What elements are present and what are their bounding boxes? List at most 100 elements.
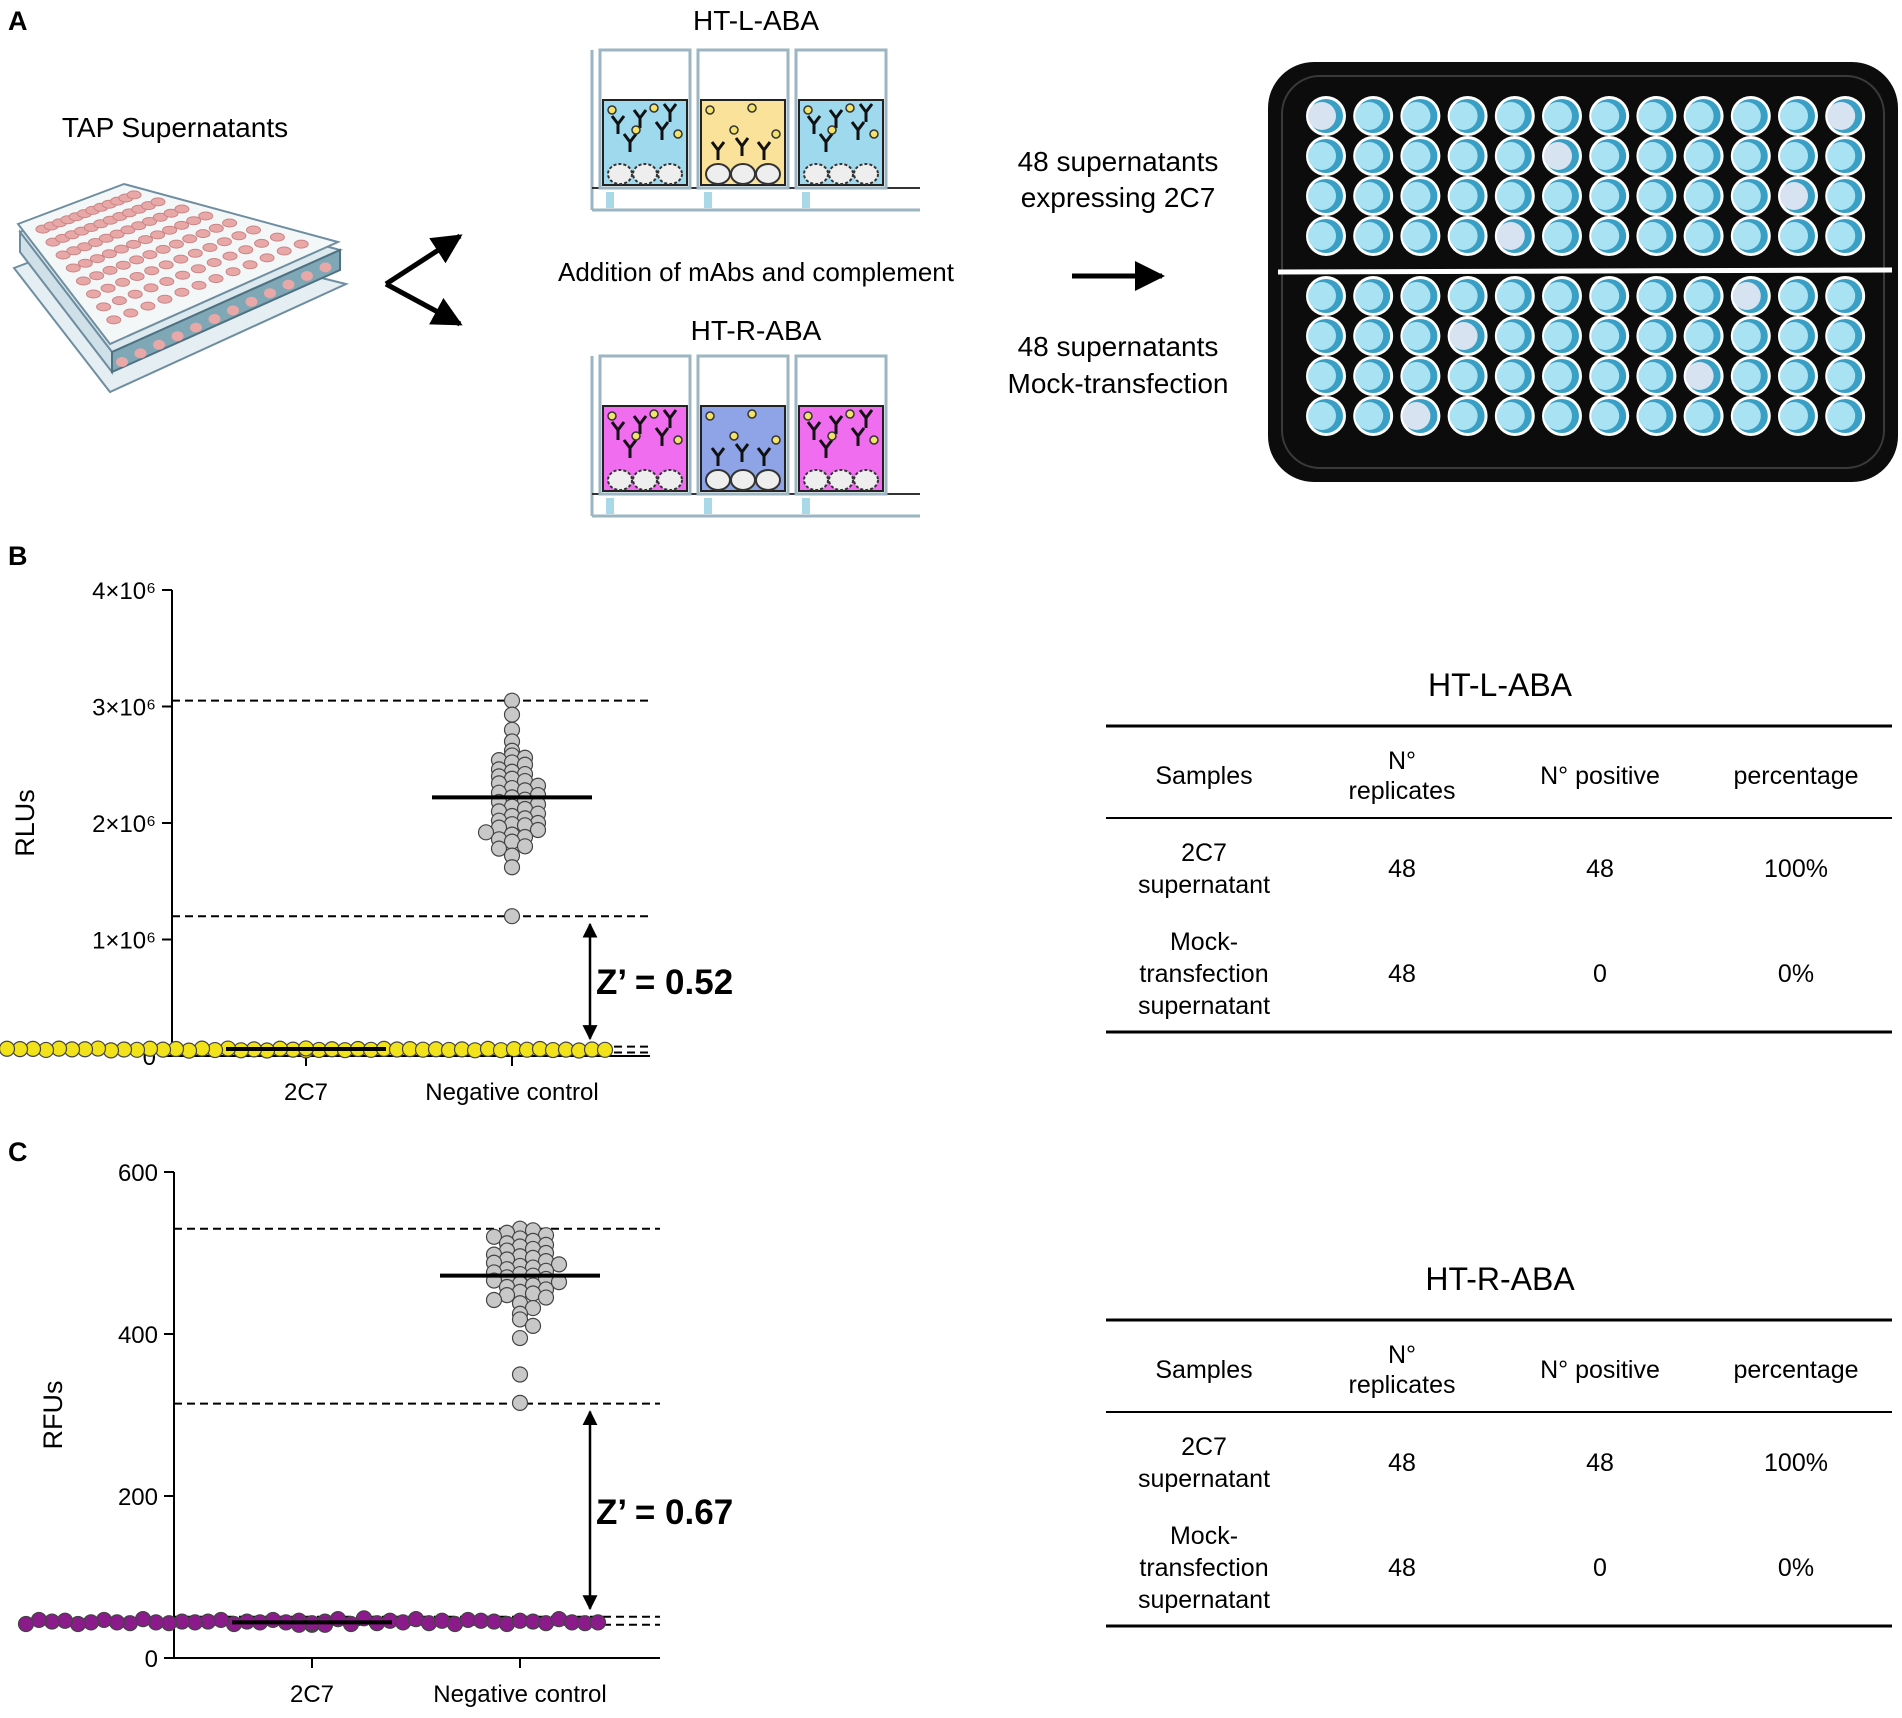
source-well [174, 287, 190, 297]
tap-supernatants-label: TAP Supernatants [62, 112, 288, 143]
plate-well-inner [1449, 402, 1478, 430]
source-well-side [190, 322, 202, 333]
table-cell: supernatant [1138, 871, 1270, 899]
plate-well-inner [1827, 282, 1856, 310]
source-well [168, 239, 184, 249]
source-well [115, 260, 131, 270]
plate-well-inner [1827, 102, 1856, 130]
plate-well-inner [1591, 282, 1620, 310]
plate-well-inner [1544, 322, 1572, 350]
complement [705, 105, 715, 115]
cell [607, 163, 633, 185]
source-well [86, 289, 101, 299]
plate-well-inner [1638, 282, 1667, 310]
x-tick-label: Negative control [433, 1681, 606, 1708]
complement [747, 103, 757, 113]
plate-well-inner [1780, 362, 1808, 390]
plate-well-inner [1544, 222, 1572, 250]
source-well [75, 276, 91, 286]
table-cell: supernatant [1138, 992, 1270, 1020]
plate-well-inner [1496, 362, 1525, 390]
source-well [225, 267, 241, 277]
table-cell: Mock- [1170, 1522, 1238, 1550]
ht-l-aba-wells [590, 48, 920, 212]
source-well [129, 255, 145, 265]
strip-foot [704, 498, 712, 514]
cell [730, 163, 756, 185]
data-point [511, 1329, 529, 1347]
plate-well-inner [1544, 142, 1572, 170]
table-header-cell: percentage [1733, 1356, 1858, 1384]
plate-well-inner [1780, 102, 1808, 130]
source-well [142, 217, 157, 226]
source-well [144, 266, 160, 276]
source-well [254, 238, 270, 248]
source-well-side [116, 357, 128, 367]
plate-well-inner [1732, 102, 1761, 130]
complement [845, 103, 855, 113]
source-well [101, 249, 117, 259]
data-point [524, 1317, 542, 1335]
source-well-side [282, 279, 295, 290]
source-well-side [319, 262, 332, 273]
plate-well-inner [1638, 322, 1667, 350]
plate-well-inner [1732, 282, 1761, 310]
table-cell: supernatant [1138, 1465, 1270, 1493]
source-well [123, 308, 139, 318]
plate-well-inner [1496, 102, 1525, 130]
plate-well-inner [1685, 102, 1714, 130]
plate-well-inner [1402, 402, 1431, 430]
plate-well-inner [1638, 182, 1667, 210]
source-well [126, 190, 142, 200]
antibody [828, 109, 844, 128]
cell [828, 163, 854, 185]
plate-well-inner [1449, 322, 1478, 350]
source-well [155, 244, 171, 254]
source-well [106, 315, 122, 325]
table-cell: 2C7 [1181, 1433, 1227, 1461]
data-point [477, 824, 495, 841]
cell [730, 469, 756, 491]
antibody [734, 443, 750, 462]
plate-well-inner [1591, 102, 1620, 130]
source-well [242, 260, 258, 270]
plate-well-inner [1544, 182, 1572, 210]
complement [649, 103, 659, 113]
source-well [143, 283, 159, 293]
complement [631, 125, 641, 135]
plate-well-inner [1638, 362, 1667, 390]
strip-foot [802, 498, 810, 514]
source-well [191, 280, 207, 290]
strip-foot [606, 192, 614, 208]
complement [673, 129, 683, 139]
strip-foot [704, 192, 712, 208]
y-tick-label: 3×10⁶ [92, 695, 156, 722]
table-cell: supernatant [1138, 1586, 1270, 1614]
source-well-side [171, 331, 184, 342]
data-point [0, 1040, 16, 1057]
table-cell: 48 [1388, 855, 1416, 883]
data-point [503, 706, 521, 723]
y-tick-label: 4×10⁶ [92, 578, 156, 605]
source-well [96, 302, 112, 312]
cell [657, 163, 683, 185]
plate-well-inner [1638, 222, 1667, 250]
y-axis-title: RLUs [10, 789, 40, 857]
plate-well-inner [1402, 182, 1431, 210]
table-cell: 100% [1764, 1449, 1828, 1477]
source-well [202, 243, 218, 252]
plate-well-inner [1355, 222, 1384, 250]
data-point [485, 1291, 503, 1309]
antibody [610, 421, 626, 440]
cell [803, 469, 829, 491]
table-cell: transfection [1139, 960, 1268, 988]
source-well [238, 245, 254, 255]
plate-well-inner [1827, 182, 1856, 210]
plate-well-inner [1308, 182, 1336, 210]
source-well [115, 277, 131, 287]
cell [755, 469, 781, 491]
plate-well-inner [1591, 402, 1620, 430]
plate-well-inner [1732, 362, 1761, 390]
complement [607, 105, 617, 115]
